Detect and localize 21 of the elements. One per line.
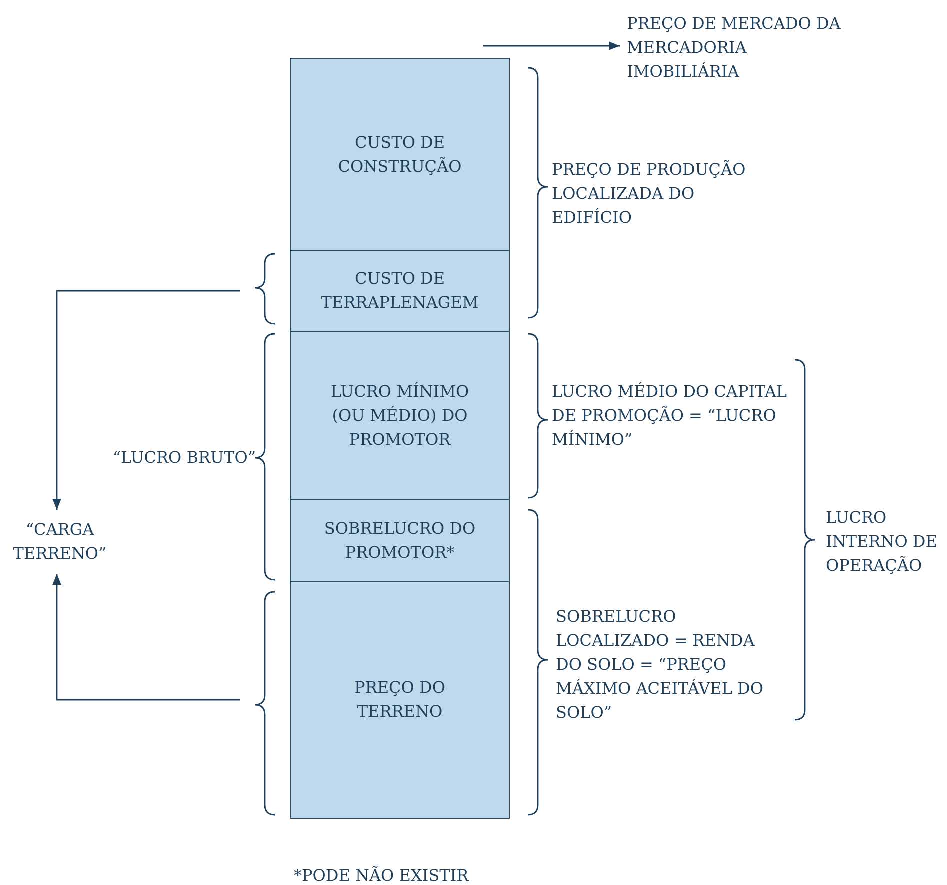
segment-label: CUSTO DE CONSTRUÇÃO xyxy=(337,132,463,178)
cost-segment xyxy=(290,499,510,582)
footnote: *PODE NÃO EXISTIR xyxy=(294,865,470,885)
segment-label: CUSTO DE TERRAPLENAGEM xyxy=(320,268,480,314)
arrow xyxy=(52,574,240,701)
brace-label: “LUCRO BRUTO” xyxy=(112,447,256,469)
brace-label: LUCRO INTERNO DE OPERAÇÃO xyxy=(826,507,938,577)
arrow xyxy=(483,42,620,50)
cost-segment xyxy=(290,58,510,251)
segment-label: SOBRELUCRO DO PROMOTOR* xyxy=(323,518,477,564)
annotation-text: PREÇO DE MERCADO DA MERCADORIA IMOBILIÁRIA xyxy=(627,12,852,84)
arrow xyxy=(52,290,240,510)
segment-label: LUCRO MÍNIMO (OU MÉDIO) DO PROMOTOR xyxy=(330,380,470,450)
brace-label: PREÇO DE PRODUÇÃO LOCALIZADA DO EDIFÍCIO xyxy=(552,159,747,229)
brace-label: LUCRO MÉDIO DO CAPITAL DE PROMOÇÃO = “LUCRO MÍNIMO” xyxy=(552,381,788,451)
annotation-text: “CARGA TERRENO” xyxy=(5,512,115,572)
segment-label: PREÇO DO TERRENO xyxy=(354,677,446,723)
brace-label: SOBRELUCRO LOCALIZADO = RENDA DO SOLO = “PREÇO MÁXIMO ACEITÁVEL DO SOLO” xyxy=(556,606,764,724)
cost-segment xyxy=(290,250,510,332)
cost-segment xyxy=(290,581,510,819)
cost-segment xyxy=(290,331,510,500)
